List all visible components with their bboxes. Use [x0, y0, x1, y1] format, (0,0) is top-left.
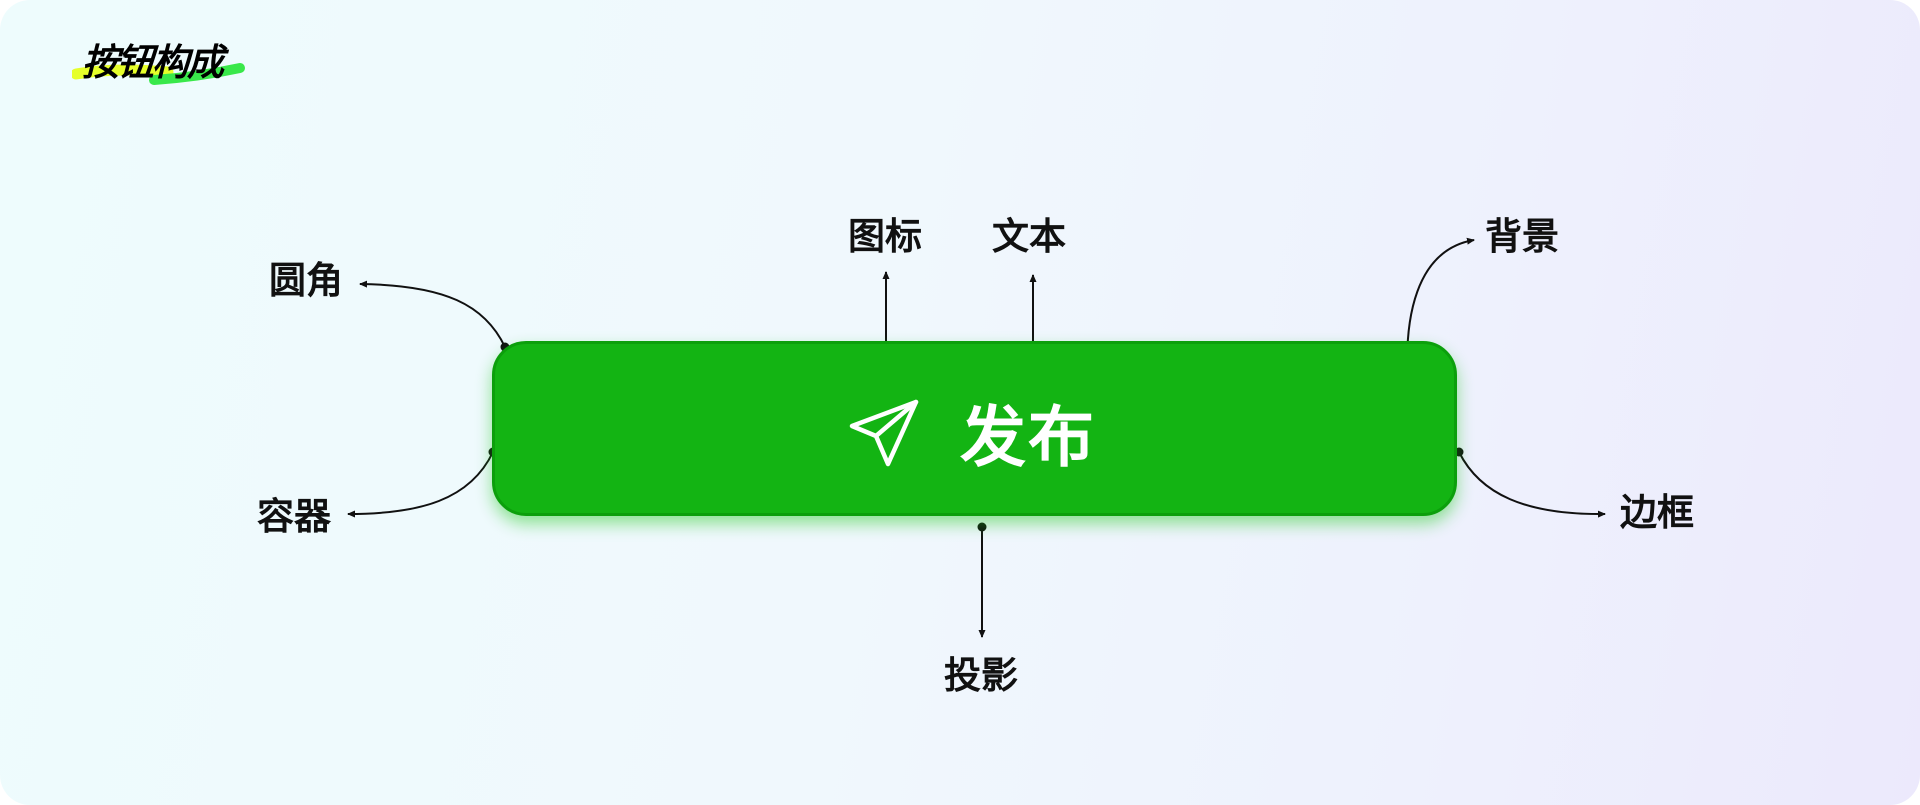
callout-icon: 图标 — [848, 215, 922, 258]
callout-text: 文本 — [992, 215, 1066, 258]
callout-rounded-corner: 圆角 — [269, 259, 343, 302]
page-title: 按钮构成 — [82, 41, 224, 84]
title-highlight-stroke — [72, 63, 245, 85]
callout-background: 背景 — [1485, 215, 1559, 258]
callout-border: 边框 — [1620, 491, 1694, 534]
paper-plane-icon — [849, 399, 919, 467]
callout-container: 容器 — [257, 495, 331, 538]
callout-shadow: 投影 — [944, 654, 1018, 697]
connector-border — [1458, 451, 1606, 518]
title-block: 按钮构成 — [72, 30, 252, 90]
publish-button[interactable] — [492, 341, 1457, 516]
publish-button-label: 发布 — [960, 399, 1096, 476]
connector-container — [347, 451, 494, 518]
anchor-dot-shadow — [977, 522, 987, 532]
connector-rounded-corner — [359, 280, 506, 348]
